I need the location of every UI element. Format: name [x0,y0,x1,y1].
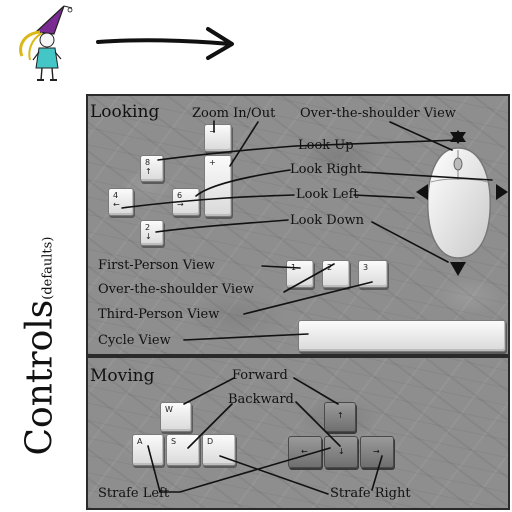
key-s-label: S [171,437,177,446]
looking-heading: Looking [90,102,160,122]
key-w-label: W [165,405,173,414]
key-arrow-left[interactable]: ← [288,436,322,468]
key-arrow-right-label: → [373,447,380,456]
right-arrow-icon [96,27,234,60]
label-look-right: Look Right [290,162,363,177]
key-numpad-8-label: 8 [145,158,151,167]
key-numpad-4-label: 4 [113,191,119,200]
label-strafe-left: Strafe Left [98,486,170,501]
key-numpad-8-arrow: ↑ [145,167,152,176]
key-a-label: A [137,437,143,446]
label-first-person: First-Person View [98,258,215,273]
key-s[interactable]: S [166,434,200,466]
key-space[interactable] [298,320,506,352]
key-numpad-2-arrow: ↓ [145,232,152,241]
key-numpad-minus-label: − [209,127,216,136]
key-arrow-left-label: ← [301,447,308,456]
key-numpad-2[interactable]: 2↓ [140,220,164,246]
key-a[interactable]: A [132,434,164,466]
label-cycle-view: Cycle View [98,333,171,348]
key-3[interactable]: 3 [358,260,388,288]
mouse-icon [416,130,508,276]
key-numpad-2-label: 2 [145,223,151,232]
key-numpad-8[interactable]: 8↑ [140,155,164,182]
moving-heading: Moving [90,366,155,386]
label-over-shoulder: Over-the-shoulder View [98,282,254,297]
key-numpad-6-label: 6 [177,191,183,200]
key-numpad-plus-label: + [209,158,216,167]
key-3-label: 3 [363,263,369,272]
key-2[interactable]: 2 [322,260,350,288]
key-numpad-4-arrow: ← [113,200,120,209]
key-arrow-right[interactable]: → [360,436,394,468]
key-d-label: D [207,437,214,446]
label-strafe-right: Strafe Right [330,486,411,501]
key-arrow-up-label: ↑ [337,411,344,420]
key-w[interactable]: W [160,402,192,432]
label-look-left: Look Left [296,187,359,202]
label-forward: Forward [232,368,288,383]
key-arrow-down-label: ↓ [338,447,345,456]
key-d[interactable]: D [202,434,236,466]
label-look-down: Look Down [290,213,365,228]
label-backward: Backward [228,392,294,407]
key-numpad-4[interactable]: 4← [108,188,134,216]
label-over-shoulder-top: Over-the-shoulder View [300,106,456,121]
key-arrow-up[interactable]: ↑ [324,402,356,432]
gnome-mascot-icon [19,5,73,81]
key-2-label: 2 [327,263,333,272]
key-numpad-minus[interactable]: − [204,124,232,152]
key-numpad-6-arrow: → [177,200,184,209]
label-third-person: Third-Person View [98,307,220,322]
label-zoom: Zoom In/Out [192,106,276,121]
key-arrow-down[interactable]: ↓ [324,436,358,468]
